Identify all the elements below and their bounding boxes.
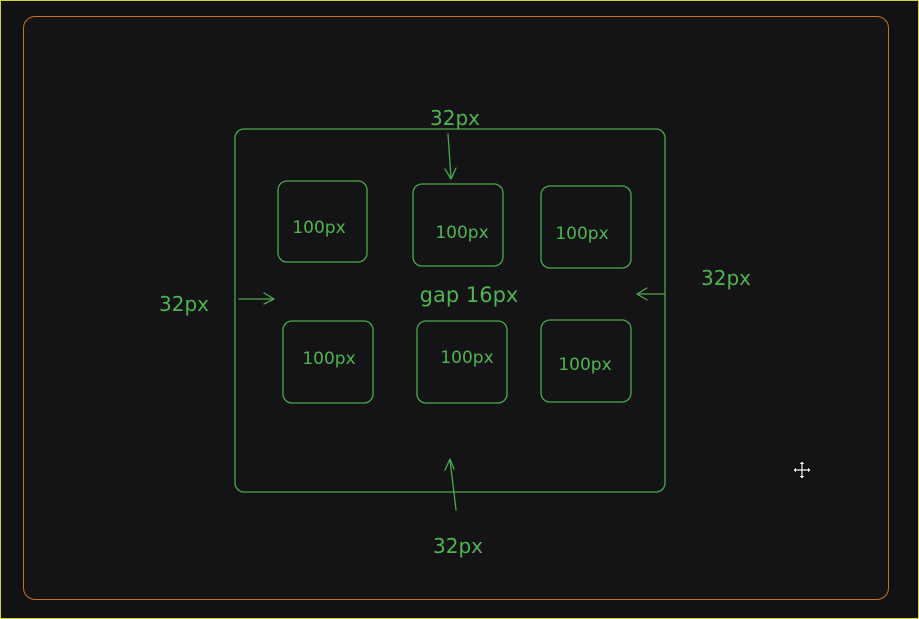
grid-item[interactable]: 100px — [277, 180, 368, 263]
arrow-top-icon[interactable] — [444, 133, 457, 180]
move-cursor-icon — [792, 460, 812, 480]
grid-item[interactable]: 100px — [412, 183, 504, 267]
grid-item-label: 100px — [555, 224, 608, 244]
grid-item-label: 100px — [302, 349, 355, 369]
grid-item[interactable]: 100px — [282, 320, 374, 404]
arrow-left-icon[interactable] — [238, 292, 275, 305]
grid-item-label: 100px — [435, 223, 488, 243]
grid-item-label: 100px — [292, 218, 345, 238]
padding-top-label[interactable]: 32px — [430, 106, 480, 130]
arrow-right-icon[interactable] — [636, 287, 666, 301]
padding-left-label[interactable]: 32px — [159, 292, 209, 316]
grid-item-label: 100px — [558, 355, 611, 375]
arrow-bottom-icon[interactable] — [444, 458, 457, 511]
padding-right-label[interactable]: 32px — [701, 266, 751, 290]
padding-bottom-label[interactable]: 32px — [433, 534, 483, 558]
grid-item-label: 100px — [440, 348, 493, 368]
grid-container[interactable] — [234, 128, 666, 493]
selection-frame[interactable] — [23, 16, 889, 600]
grid-item[interactable]: 100px — [416, 320, 508, 404]
grid-item[interactable]: 100px — [540, 319, 632, 403]
grid-item[interactable]: 100px — [540, 185, 632, 269]
gap-label[interactable]: gap 16px — [420, 283, 519, 307]
